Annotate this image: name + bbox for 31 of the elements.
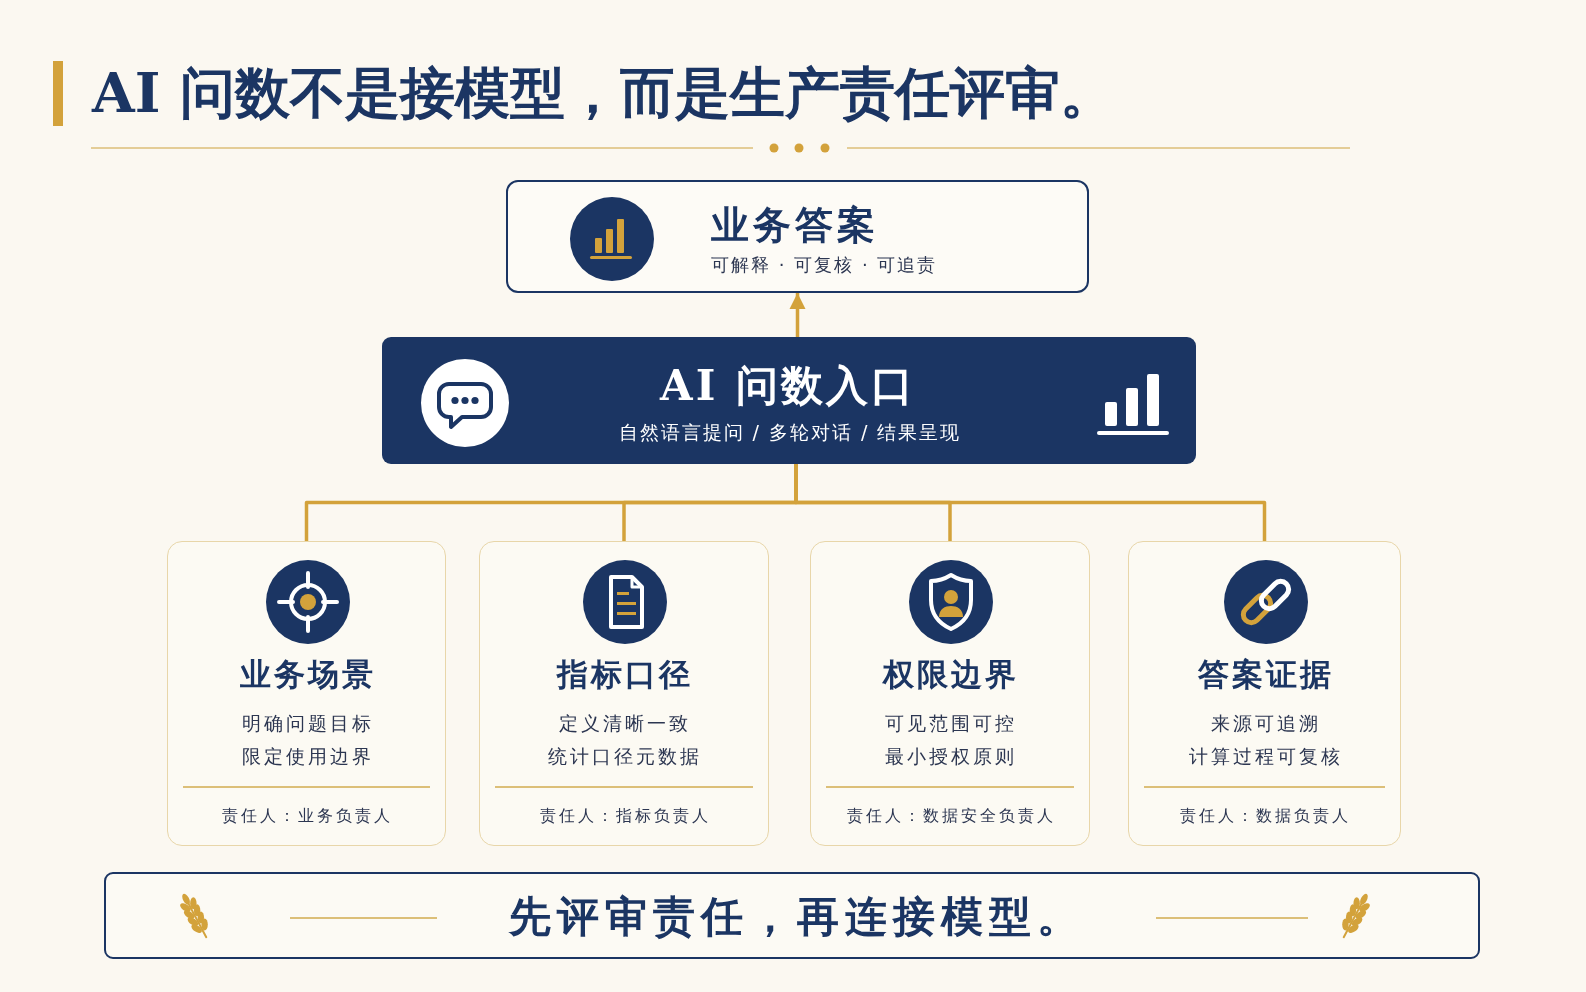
card-description: 统计口径元数据 [548, 744, 702, 768]
connector-line [794, 464, 1267, 541]
card-description: 限定使用边界 [241, 744, 374, 768]
panel-subtitle: 自然语言提问 / 多轮对话 / 结果呈现 [618, 420, 962, 444]
owner-text: 责任人：业务负责人 [222, 806, 393, 826]
box-subtitle: 可解释 · 可复核 · 可追责 [711, 254, 938, 276]
owner-text: 责任人：指标负责人 [539, 806, 711, 826]
entry-panel [382, 337, 1196, 464]
card-title: 业务场景 [239, 656, 376, 694]
card-description: 计算过程可复核 [1188, 744, 1343, 768]
output-box [506, 180, 1089, 293]
card-description: 来源可追溯 [1210, 711, 1321, 735]
panel-title: AI 问数入口 [660, 360, 916, 412]
card-description: 可见范围可控 [885, 711, 1017, 735]
card-title: 答案证据 [1197, 656, 1334, 694]
box-title: 业务答案 [711, 202, 879, 248]
pillar-card [167, 541, 446, 846]
card-title: 指标口径 [557, 656, 693, 694]
arrow [789, 293, 806, 337]
pillar-card [1128, 541, 1401, 846]
title: AI 问数不是接模型，而是生产责任评审。 [92, 60, 1115, 126]
owner-text: 责任人：数据负责人 [1180, 806, 1351, 826]
summary-banner [104, 872, 1480, 959]
owner-text: 责任人：数据安全负责人 [846, 806, 1056, 826]
card-description: 定义清晰一致 [559, 711, 691, 735]
card-description: 明确问题目标 [241, 711, 374, 735]
card-title: 权限边界 [883, 656, 1019, 694]
pillar-card [479, 541, 769, 846]
pillar-card [810, 541, 1090, 846]
card-description: 最小授权原则 [885, 744, 1017, 768]
banner-text: 先评审责任，再连接模型。 [509, 891, 1085, 943]
